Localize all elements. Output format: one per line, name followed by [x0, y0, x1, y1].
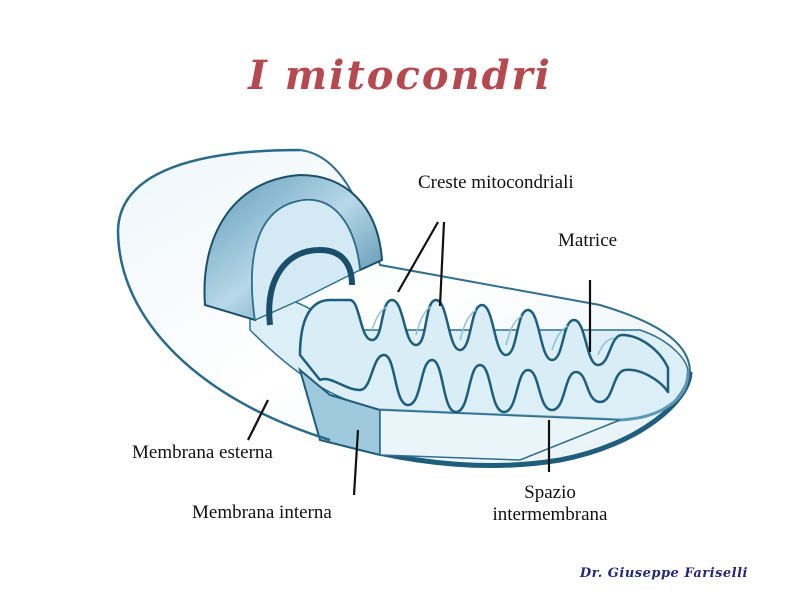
cristae-highlights [371, 305, 615, 356]
leader-creste-1 [397, 221, 439, 293]
leader-esterna [247, 399, 269, 441]
label-membrana-interna: Membrana interna [192, 502, 332, 523]
label-spazio-intermembrana: Spazio intermembrana [480, 482, 620, 526]
outer-rim [329, 371, 693, 468]
leader-creste-2 [438, 221, 446, 307]
cristae-folds [298, 298, 670, 414]
label-spazio-line1: Spazio [524, 482, 576, 503]
page-title: I mitocondri [248, 52, 552, 99]
leader-lines [247, 221, 592, 496]
label-creste-mitocondriali: Creste mitocondriali [418, 172, 574, 193]
author-credit: Dr. Giuseppe Fariselli [579, 566, 748, 581]
leader-interna [352, 429, 360, 496]
label-membrana-esterna: Membrana esterna [132, 442, 273, 463]
label-matrice: Matrice [558, 230, 618, 251]
inner-rim [379, 371, 690, 422]
label-spazio-line2: intermembrana [492, 504, 608, 525]
